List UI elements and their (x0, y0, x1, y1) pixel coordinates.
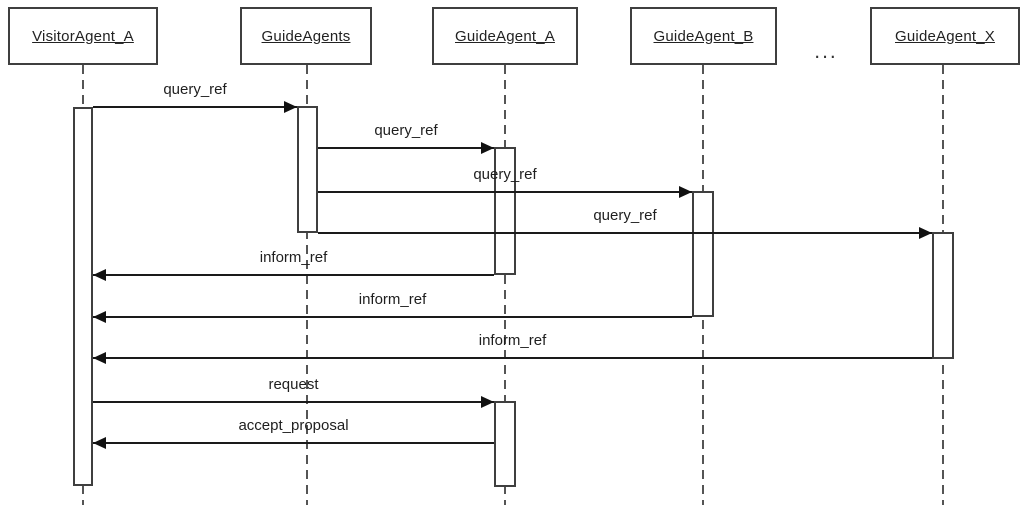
lifeline-name: GuideAgent_B (653, 27, 754, 45)
arrowhead-left-icon (93, 269, 106, 281)
arrowhead-left-icon (93, 311, 106, 323)
message-label: query_ref (374, 122, 438, 139)
lifeline-head-guideagent-a: GuideAgent_A (432, 7, 578, 65)
activation-guideagent-a-request (494, 401, 516, 487)
message-label: query_ref (593, 207, 657, 224)
lifeline-guideagents (306, 65, 308, 505)
message-label: query_ref (163, 81, 227, 98)
lifeline-head-guideagent-x: GuideAgent_X (870, 7, 1020, 65)
message-query-ref-4: query_ref (318, 204, 932, 239)
lifeline-head-visitoragent-a: VisitorAgent_A (8, 7, 158, 65)
message-query-ref-3: query_ref (318, 163, 692, 198)
arrowhead-left-icon (93, 352, 106, 364)
arrowhead-right-icon (284, 101, 297, 113)
message-label: inform_ref (478, 332, 547, 349)
activation-guideagent-a-query (494, 147, 516, 275)
activation-guideagent-x (932, 232, 954, 359)
message-label: inform_ref (358, 291, 427, 308)
message-query-ref-2: query_ref (318, 119, 494, 154)
lifeline-name: VisitorAgent_A (32, 27, 134, 45)
message-accept-proposal: accept_proposal (93, 414, 494, 449)
message-inform-ref-1: inform_ref (93, 246, 494, 281)
lifeline-guideagent-a (504, 65, 506, 505)
message-label: query_ref (473, 166, 537, 183)
message-request: request (93, 373, 494, 408)
activation-guideagents (297, 106, 318, 233)
message-inform-ref-2: inform_ref (93, 288, 692, 323)
message-label: request (268, 376, 319, 393)
arrowhead-right-icon (481, 142, 494, 154)
activation-guideagent-b (692, 191, 714, 317)
arrowhead-right-icon (481, 396, 494, 408)
message-label: inform_ref (259, 249, 328, 266)
lifeline-name: GuideAgents (261, 27, 351, 45)
lifeline-head-guideagent-b: GuideAgent_B (630, 7, 777, 65)
message-label: accept_proposal (238, 417, 349, 434)
arrowhead-right-icon (679, 186, 692, 198)
message-inform-ref-3: inform_ref (93, 329, 932, 364)
lifeline-name: GuideAgent_X (895, 27, 995, 45)
message-query-ref-1: query_ref (93, 78, 297, 113)
activation-visitoragent-a (73, 107, 93, 486)
arrowhead-left-icon (93, 437, 106, 449)
lifeline-name: GuideAgent_A (455, 27, 555, 45)
arrowhead-right-icon (919, 227, 932, 239)
lifeline-head-guideagents: GuideAgents (240, 7, 372, 65)
ellipsis-more-agents: ... (814, 40, 838, 63)
